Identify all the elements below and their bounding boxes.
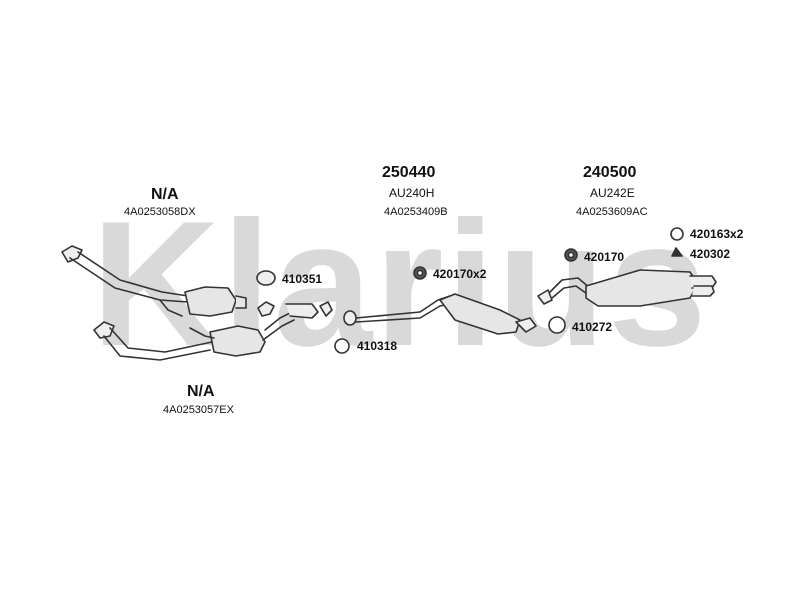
rear-number: 240500 bbox=[583, 164, 637, 181]
front-lower-code: 4A0253057EX bbox=[163, 404, 234, 416]
ring-icon bbox=[670, 227, 684, 241]
hanger-hole-icon bbox=[416, 269, 424, 277]
front-pipe-lower bbox=[93, 311, 295, 361]
clamp-icon bbox=[671, 247, 683, 257]
hanger-hole-icon bbox=[567, 251, 575, 259]
flange-joints bbox=[257, 301, 333, 319]
front-pipe-upper bbox=[61, 245, 247, 317]
part-420163x2-label: 420163x2 bbox=[690, 227, 744, 241]
middle-number: 250440 bbox=[382, 164, 436, 181]
part-410351-label: 410351 bbox=[282, 272, 323, 286]
gasket-icon bbox=[256, 270, 276, 286]
middle-silencer-shape bbox=[343, 293, 537, 335]
part-420302-label: 420302 bbox=[690, 247, 731, 261]
part-420170-label: 420170 bbox=[584, 250, 625, 264]
ring-icon bbox=[334, 338, 350, 354]
part-410272-label: 410272 bbox=[572, 320, 613, 334]
middle-code: 4A0253409B bbox=[384, 206, 448, 218]
part-410318-label: 410318 bbox=[357, 339, 398, 353]
part-420170x2-label: 420170x2 bbox=[433, 267, 487, 281]
ring-icon bbox=[548, 316, 566, 334]
front-upper-code: 4A0253058DX bbox=[124, 206, 196, 218]
middle-model: AU240H bbox=[389, 186, 435, 200]
rear-silencer-shape bbox=[537, 269, 717, 307]
front-upper-number: N/A bbox=[151, 186, 179, 203]
rear-code: 4A0253609AC bbox=[576, 206, 648, 218]
rear-model: AU242E bbox=[590, 186, 635, 200]
front-lower-number: N/A bbox=[187, 383, 215, 400]
